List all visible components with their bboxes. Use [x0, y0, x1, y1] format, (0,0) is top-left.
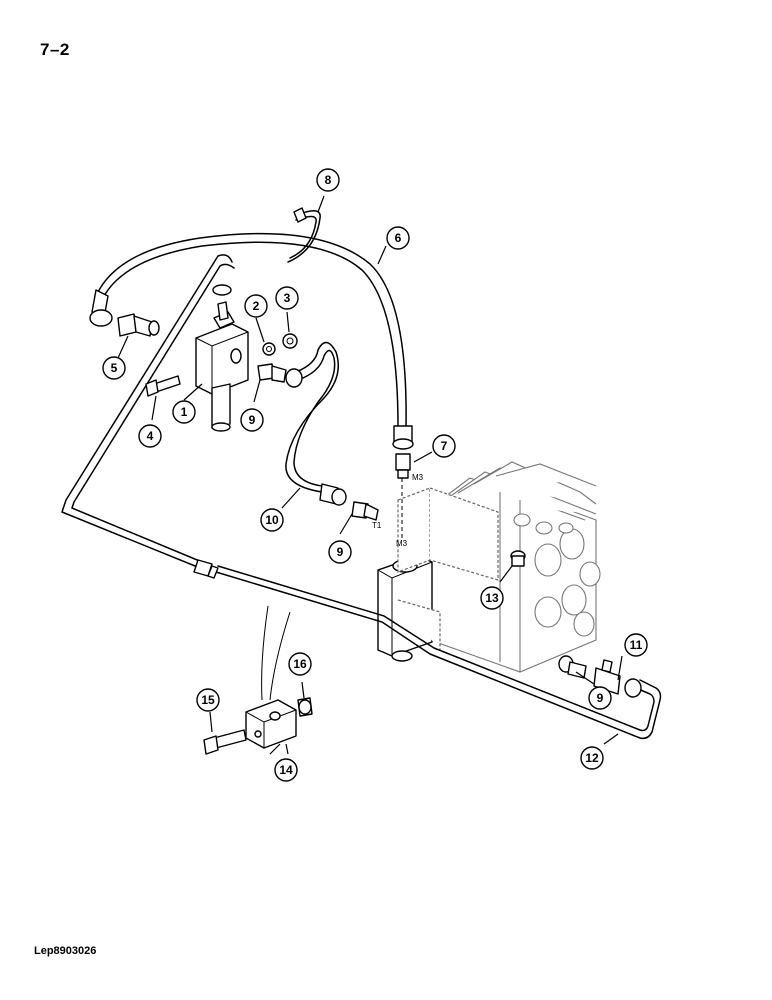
clip-8 [287, 207, 321, 263]
callout-10: 10 [260, 508, 284, 532]
bolt-4 [145, 375, 181, 397]
svg-text:1: 1 [181, 405, 188, 419]
callout-9-right: 9 [588, 686, 612, 710]
port-label-m3-upper: M3 [412, 473, 424, 482]
svg-text:7: 7 [441, 439, 448, 453]
callout-2: 2 [244, 294, 268, 318]
svg-text:11: 11 [630, 638, 643, 652]
svg-text:12: 12 [585, 751, 599, 765]
svg-text:4: 4 [147, 429, 154, 443]
svg-text:6: 6 [395, 231, 402, 245]
callout-5: 5 [102, 356, 126, 380]
hose-6 [89, 232, 414, 450]
callout-8: 8 [316, 168, 340, 192]
callout-16: 16 [288, 652, 312, 676]
callout-12: 12 [580, 746, 604, 770]
callout-9-upper: 9 [240, 408, 264, 432]
callout-13: 13 [480, 586, 504, 610]
callout-7: 7 [432, 434, 456, 458]
nut-16 [297, 697, 313, 717]
bolt-15 [203, 729, 247, 755]
adapter-7 [395, 453, 411, 479]
adapter-5 [117, 313, 160, 337]
port-label-t1: T1 [372, 521, 382, 530]
callout-15: 15 [196, 688, 220, 712]
adapter-9a [257, 363, 287, 383]
valve-block-1 [195, 284, 249, 432]
pipe-break [193, 559, 219, 579]
union-fitting-9c [558, 655, 587, 679]
drawing-reference-code: Lep8903026 [34, 945, 97, 957]
callout-6: 6 [386, 226, 410, 250]
svg-text:14: 14 [279, 763, 293, 777]
port-label-m3-lower: M3 [396, 539, 408, 548]
callout-4: 4 [138, 424, 162, 448]
rigid-pipe-12 [61, 254, 662, 740]
adapter-9b [351, 501, 379, 521]
svg-text:9: 9 [249, 413, 256, 427]
nut-3 [282, 333, 298, 349]
screw-13 [510, 550, 526, 567]
control-valve-bank [377, 461, 601, 673]
svg-text:16: 16 [293, 657, 307, 671]
pipe-clamp-14 [245, 605, 297, 749]
svg-text:9: 9 [337, 545, 344, 559]
callout-9-lower: 9 [328, 540, 352, 564]
svg-text:9: 9 [597, 691, 604, 705]
svg-text:2: 2 [253, 299, 260, 313]
page-number: 7–2 [40, 40, 70, 59]
callout-3: 3 [275, 286, 299, 310]
washer-2 [262, 342, 276, 356]
svg-text:5: 5 [111, 361, 118, 375]
svg-text:10: 10 [265, 513, 279, 527]
callout-14: 14 [274, 758, 298, 782]
leader-lines [117, 195, 623, 755]
svg-text:13: 13 [485, 591, 499, 605]
hose-10 [285, 341, 347, 506]
svg-text:8: 8 [325, 173, 332, 187]
svg-text:3: 3 [284, 291, 291, 305]
svg-text:15: 15 [201, 693, 215, 707]
callout-1: 1 [172, 400, 196, 424]
callout-11: 11 [624, 633, 648, 657]
